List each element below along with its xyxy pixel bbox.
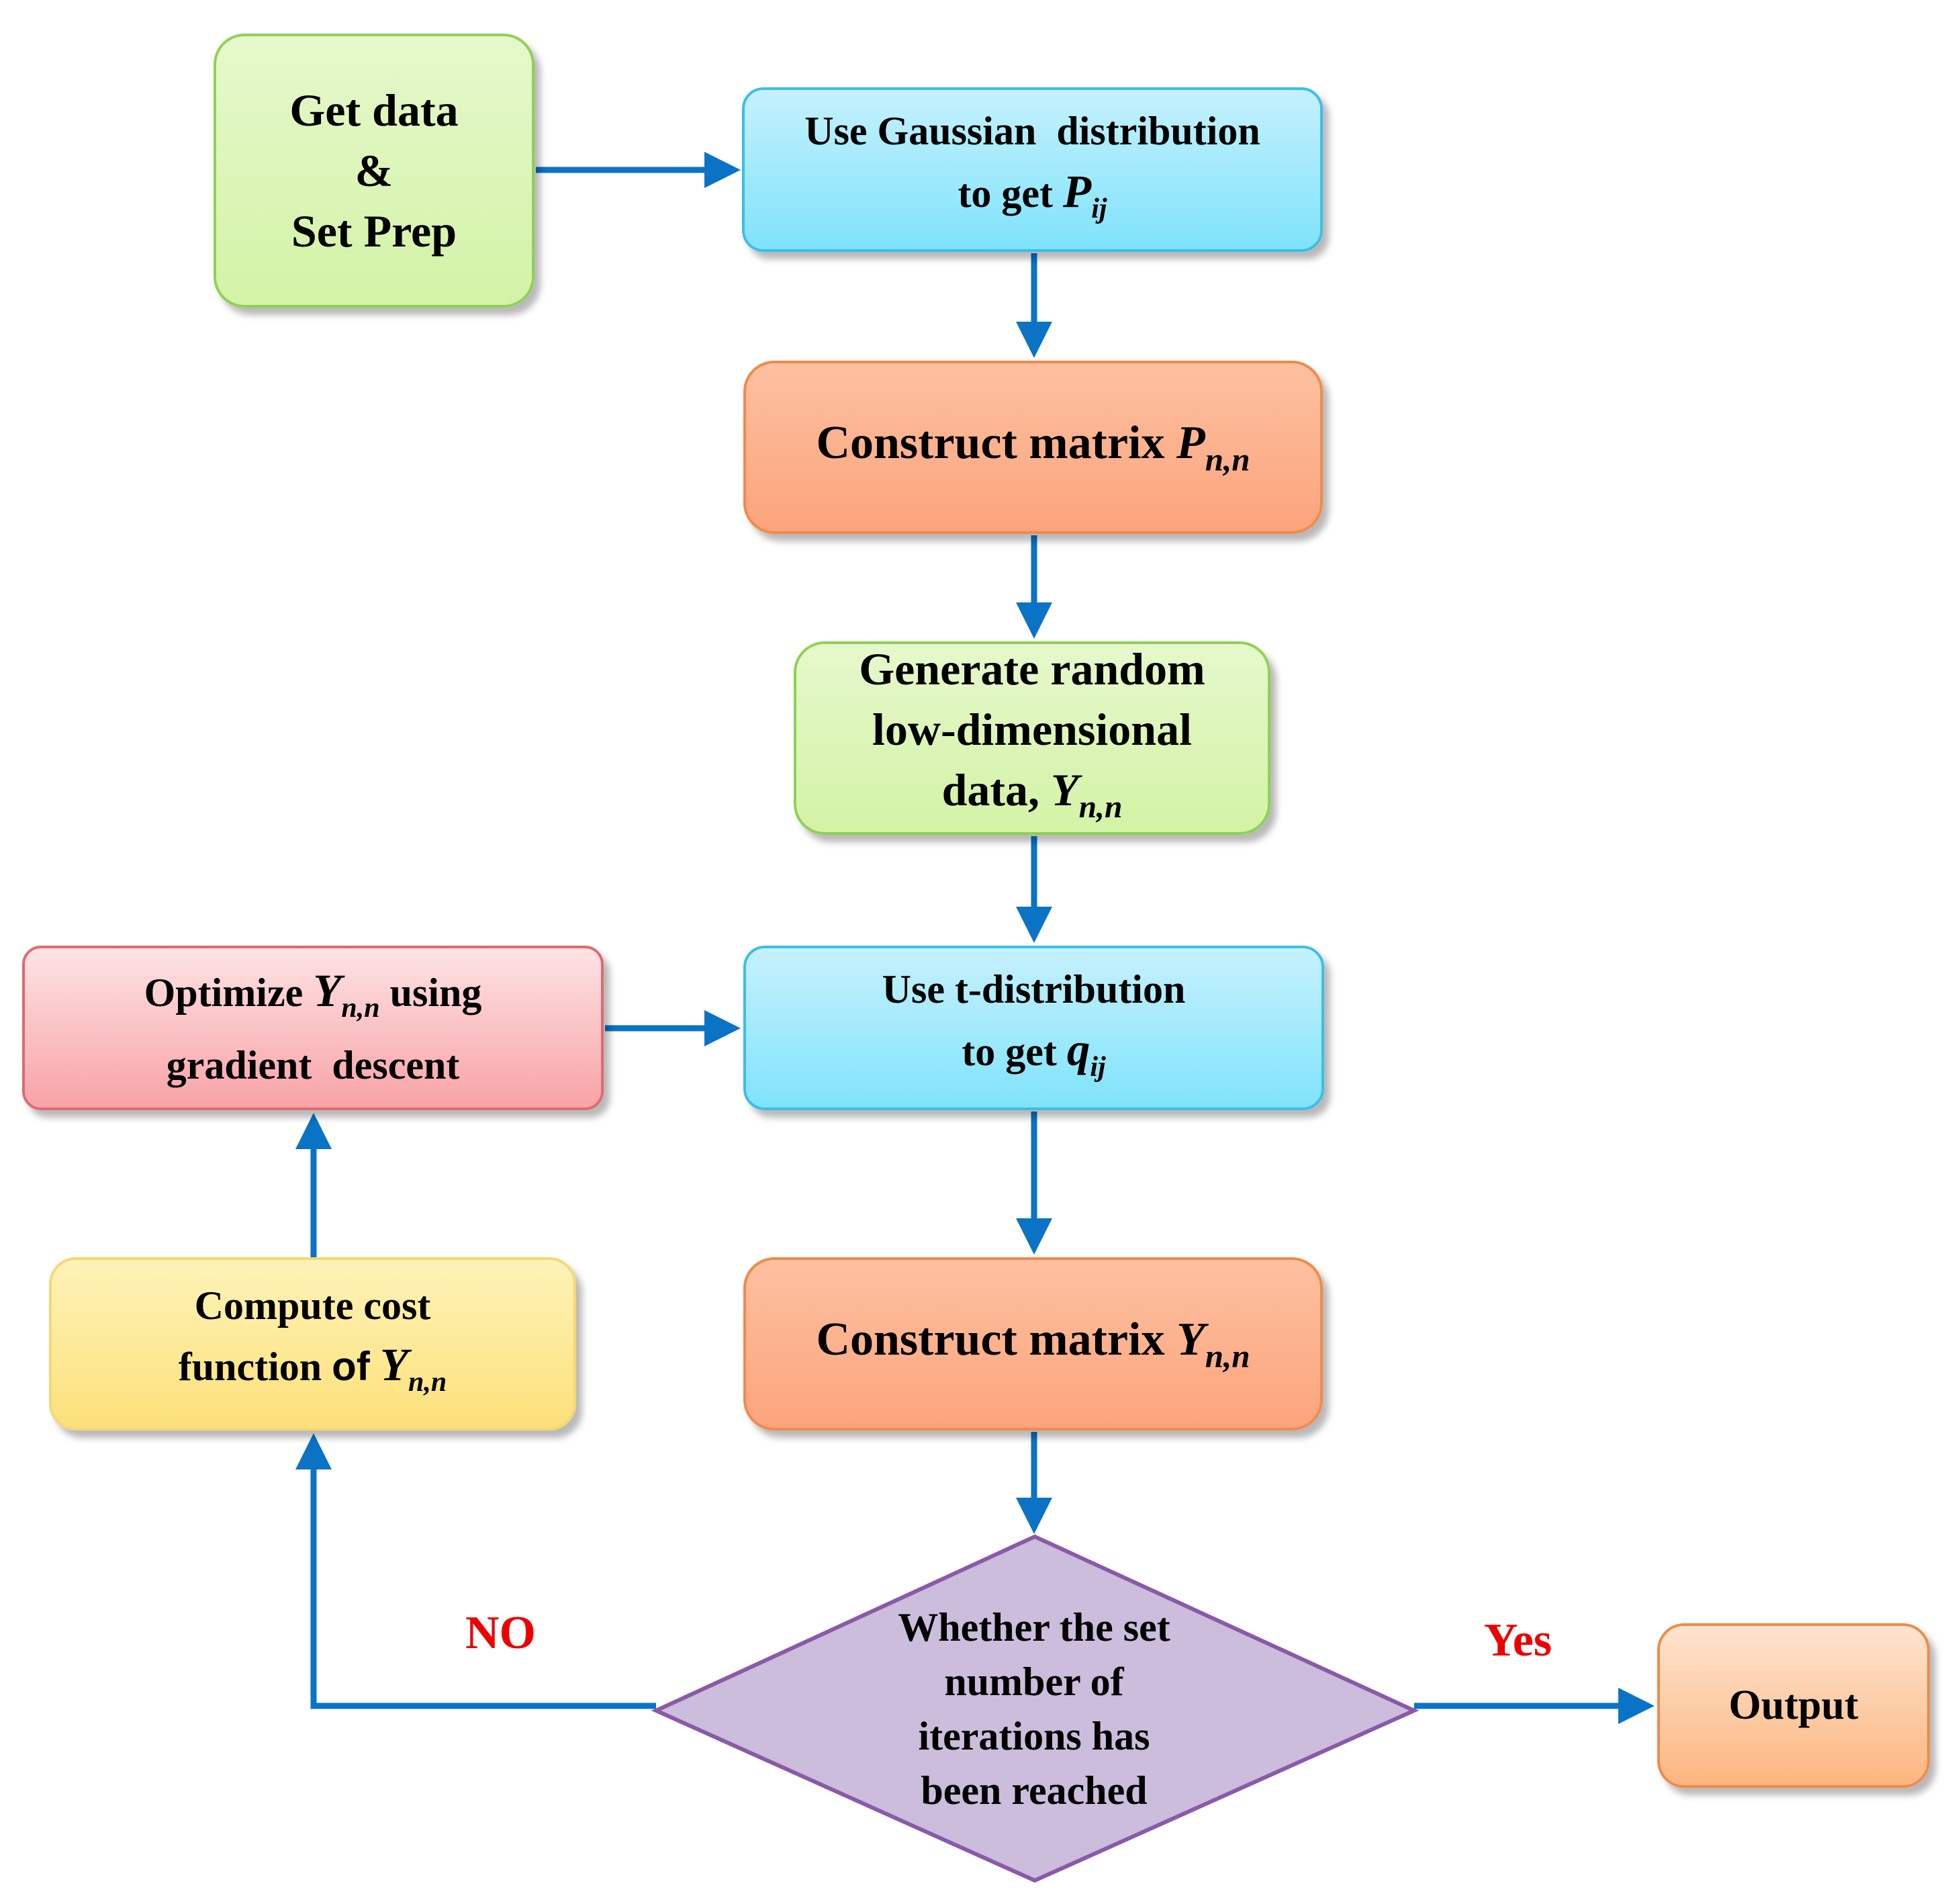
decision-line3: iterations has	[918, 1714, 1150, 1758]
compute-cost-node: Compute cost function of Yn,n	[49, 1257, 576, 1431]
compute-cost-var: Y	[379, 1339, 408, 1391]
compute-cost-line2: function of Yn,n	[179, 1335, 447, 1412]
generate-line2: low-dimensional	[872, 703, 1193, 755]
construct-matrix-y-node: Construct matrix Yn,n	[743, 1257, 1323, 1431]
gaussian-line2: to get Pij	[804, 161, 1260, 239]
construct-p-prefix: Construct matrix	[816, 416, 1165, 469]
optimize-line2: gradient descent	[166, 1043, 460, 1088]
generate-prefix: data,	[941, 764, 1040, 815]
t-dist-prefix: to get	[962, 1029, 1057, 1074]
optimize-node: Optimize Yn,n using gradient descent	[22, 946, 604, 1110]
gaussian-var: P	[1063, 165, 1092, 217]
construct-matrix-p-node: Construct matrix Pn,n	[743, 361, 1323, 534]
construct-y-line: Construct matrix Yn,n	[816, 1313, 1250, 1375]
gaussian-sub: ij	[1091, 193, 1107, 224]
get-data-line3: Set Prep	[291, 206, 457, 257]
t-dist-sub: ij	[1090, 1051, 1106, 1083]
decision-line2: number of	[944, 1660, 1124, 1704]
decision-line4: been reached	[921, 1768, 1148, 1813]
compute-cost-of: of	[332, 1344, 370, 1390]
gaussian-prefix: to get	[958, 171, 1054, 216]
generate-sub: n,n	[1078, 790, 1123, 825]
t-dist-var: q	[1066, 1024, 1090, 1075]
branch-no-label: NO	[465, 1607, 536, 1659]
optimize-prefix: Optimize	[144, 970, 304, 1015]
decision-line1: Whether the set	[898, 1605, 1170, 1649]
compute-cost-line1: Compute cost	[194, 1283, 431, 1328]
gaussian-distribution-node: Use Gaussian distribution to get Pij	[742, 87, 1323, 252]
generate-line3: data, Yn,n	[859, 760, 1205, 837]
branch-yes-label: Yes	[1484, 1615, 1552, 1666]
construct-y-var: Y	[1176, 1313, 1205, 1365]
optimize-line1: Optimize Yn,n using	[144, 962, 482, 1037]
compute-cost-prefix: function	[178, 1345, 322, 1390]
t-dist-line1: Use t-distribution	[882, 966, 1186, 1011]
compute-cost-sub: n,n	[408, 1366, 447, 1398]
generate-line1: Generate random	[859, 643, 1205, 694]
construct-p-line: Construct matrix Pn,n	[816, 416, 1250, 479]
optimize-var: Y	[313, 964, 342, 1016]
decision-node-label: Whether the set number of iterations has…	[792, 1595, 1276, 1823]
get-data-node: Get data & Set Prep	[214, 34, 535, 308]
construct-p-sub: n,n	[1205, 441, 1250, 478]
output-node: Output	[1657, 1623, 1930, 1788]
construct-y-sub: n,n	[1205, 1337, 1250, 1375]
get-data-line2: &	[355, 145, 393, 196]
generate-random-data-node: Generate random low-dimensional data, Yn…	[794, 641, 1270, 835]
gaussian-line1: Use Gaussian distribution	[804, 108, 1260, 153]
optimize-sub: n,n	[341, 992, 380, 1024]
output-label: Output	[1728, 1682, 1859, 1728]
construct-p-var: P	[1176, 416, 1205, 469]
decision-diamond	[651, 1534, 1420, 1883]
get-data-line1: Get data	[289, 85, 459, 136]
t-distribution-node: Use t-distribution to get qij	[743, 946, 1324, 1110]
t-dist-line2: to get qij	[882, 1019, 1186, 1097]
generate-var: Y	[1051, 764, 1079, 815]
optimize-suffix: using	[389, 970, 482, 1015]
construct-y-prefix: Construct matrix	[816, 1313, 1165, 1365]
arrow-decision-no-to-compute-cost	[295, 1433, 656, 1709]
